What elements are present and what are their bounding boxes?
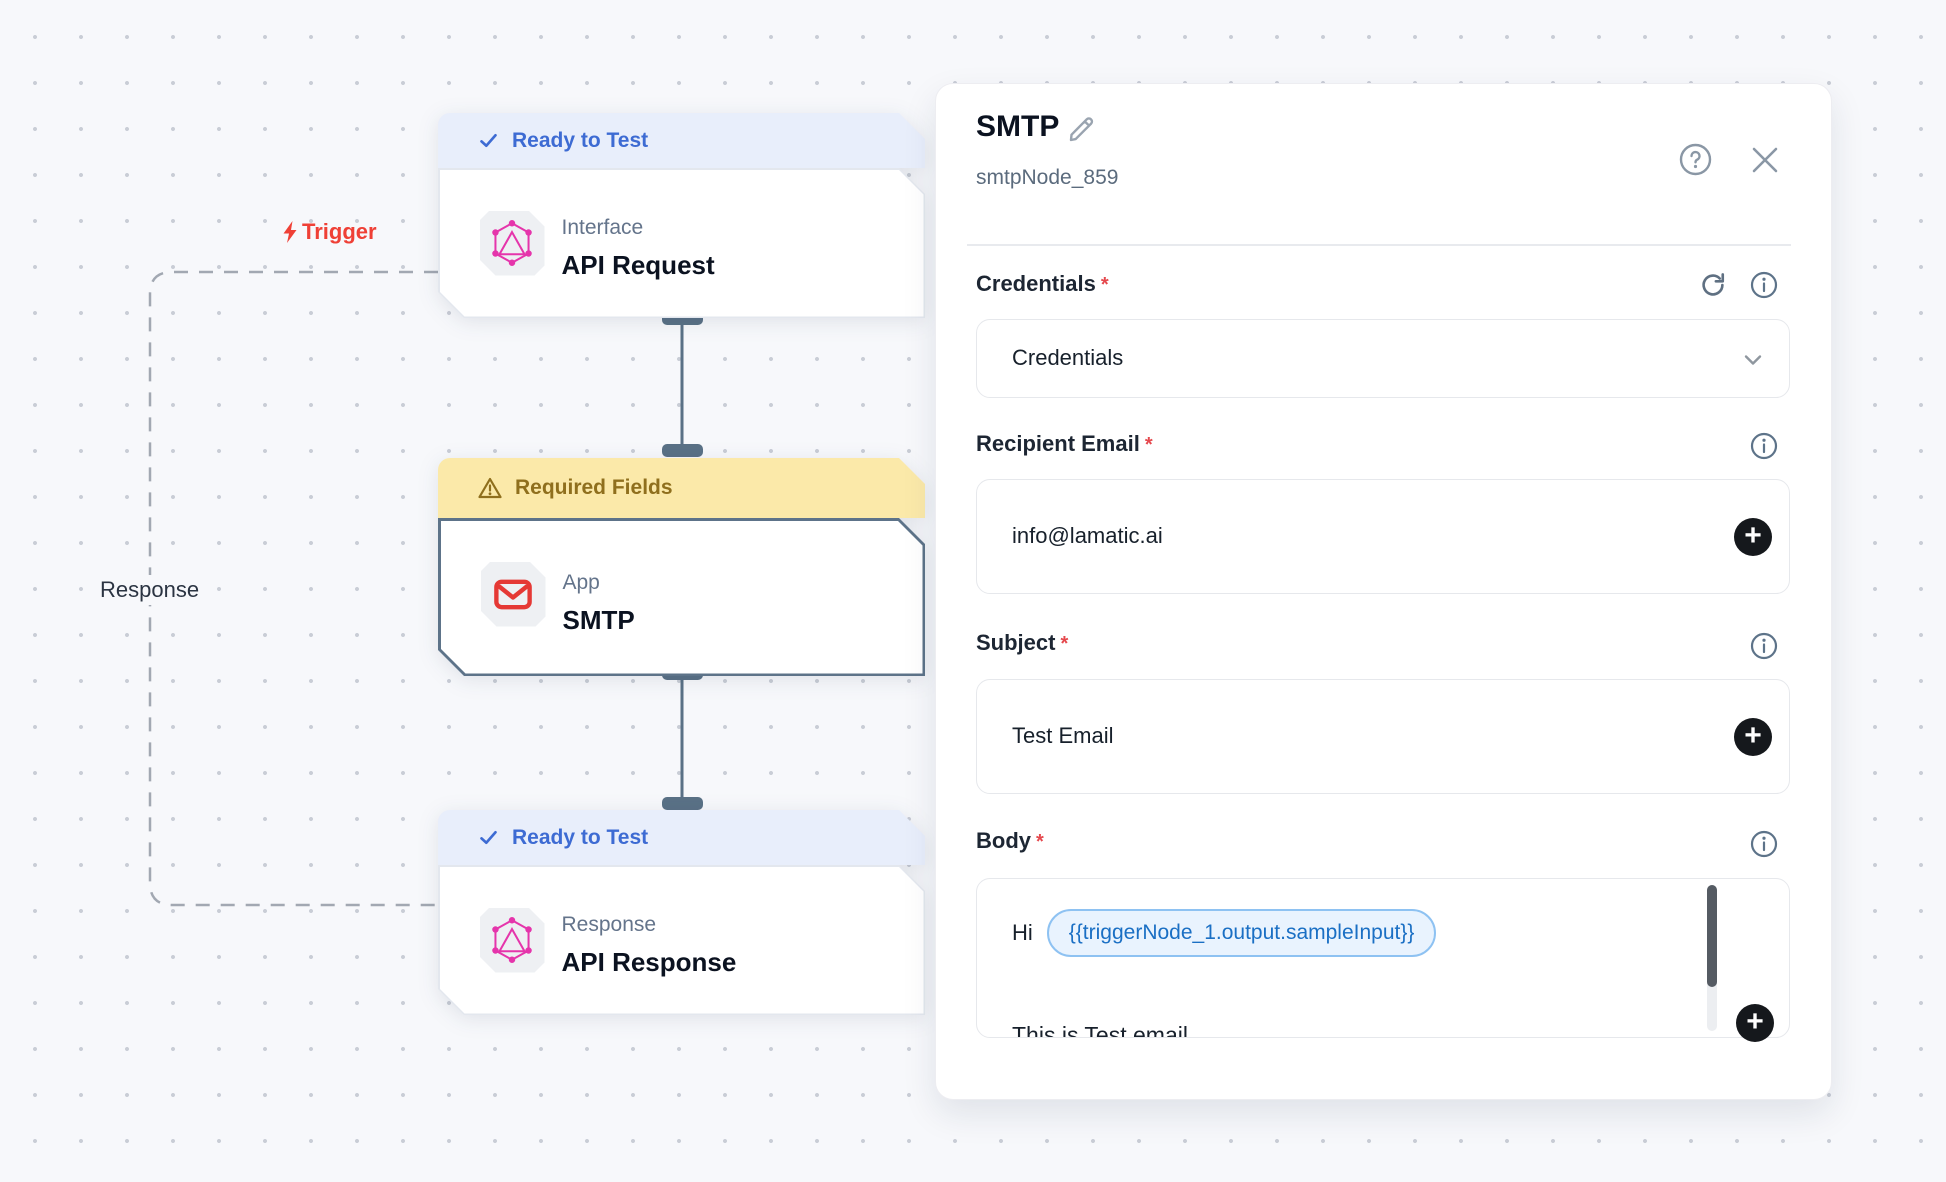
handle-response-top: [662, 797, 703, 810]
trigger-label-text: Trigger: [302, 219, 377, 244]
body-info-icon[interactable]: [1750, 830, 1778, 858]
close-icon[interactable]: [1750, 145, 1780, 175]
node-title: SMTP: [562, 604, 635, 635]
subject-info-icon[interactable]: [1750, 632, 1778, 660]
smtp-config-panel: SMTP smtpNode_859 Credentials*: [935, 83, 1832, 1100]
help-icon[interactable]: [1679, 143, 1712, 176]
body-text-line2: This is Test email: [1012, 1022, 1188, 1038]
add-variable-button[interactable]: [1734, 718, 1772, 756]
node-title: API Response: [561, 946, 737, 977]
variable-chip[interactable]: {{triggerNode_1.output.sampleInput}}: [1046, 909, 1437, 957]
credentials-info-icon[interactable]: [1750, 271, 1778, 299]
required-marker: *: [1036, 831, 1044, 853]
subject-value: Test Email: [1012, 723, 1114, 748]
trigger-label: Trigger: [280, 219, 377, 245]
header-divider: [967, 244, 1791, 246]
node-api-response[interactable]: Response API Response: [438, 865, 925, 1015]
status-badge-text: Required Fields: [515, 476, 673, 499]
credentials-label: Credentials*: [976, 271, 1109, 296]
body-editor[interactable]: Hi {{triggerNode_1.output.sampleInput}} …: [976, 878, 1790, 1038]
status-badge-text: Ready to Test: [512, 825, 649, 849]
refresh-credentials-icon[interactable]: [1698, 270, 1728, 300]
warning-icon: [478, 477, 502, 499]
node-api-request[interactable]: Interface API Request: [438, 168, 925, 318]
status-badge-ready: Ready to Test: [438, 113, 925, 168]
node-group-api-request: Ready to Test Interface: [438, 113, 925, 318]
status-badge-ready: Ready to Test: [438, 810, 925, 865]
graphql-icon: [480, 908, 545, 973]
credentials-select[interactable]: Credentials: [976, 319, 1790, 398]
required-marker: *: [1100, 274, 1109, 296]
recipient-email-info-icon[interactable]: [1750, 432, 1778, 460]
body-label: Body*: [976, 828, 1044, 853]
recipient-email-value: info@lamatic.ai: [1012, 523, 1163, 548]
recipient-email-input[interactable]: info@lamatic.ai: [976, 479, 1790, 594]
body-scrollbar-track: [1707, 885, 1717, 1031]
credentials-select-value: Credentials: [1012, 345, 1124, 370]
required-marker: *: [1060, 633, 1069, 655]
node-group-api-response: Ready to Test Response: [438, 810, 925, 1015]
node-type-label: App: [562, 570, 600, 594]
body-scrollbar-thumb[interactable]: [1707, 885, 1717, 987]
check-icon: [478, 827, 499, 848]
node-type-label: Response: [561, 912, 657, 936]
node-smtp[interactable]: App SMTP: [438, 518, 925, 676]
node-title: API Request: [561, 249, 715, 280]
recipient-email-label: Recipient Email*: [976, 431, 1153, 456]
panel-title: SMTP: [976, 110, 1060, 143]
node-id: smtpNode_859: [976, 166, 1119, 189]
edit-title-icon[interactable]: [1065, 114, 1097, 146]
status-badge-required-fields: Required Fields: [438, 458, 925, 518]
chevron-down-icon: [1741, 348, 1765, 372]
required-marker: *: [1144, 434, 1153, 456]
lightning-icon: [283, 221, 297, 243]
graphql-icon: [480, 211, 545, 276]
add-variable-button[interactable]: [1736, 1004, 1774, 1042]
email-icon: [481, 562, 546, 627]
body-text: Hi: [1012, 920, 1033, 945]
response-edge-label: Response: [92, 575, 208, 605]
subject-label: Subject*: [976, 630, 1069, 655]
handle-smtp-top: [662, 444, 703, 457]
check-icon: [478, 130, 499, 151]
subject-input[interactable]: Test Email: [976, 679, 1790, 794]
node-type-label: Interface: [561, 215, 644, 239]
add-variable-button[interactable]: [1734, 518, 1772, 556]
status-badge-text: Ready to Test: [512, 128, 649, 152]
node-group-smtp: Required Fields App SMTP: [438, 458, 925, 676]
